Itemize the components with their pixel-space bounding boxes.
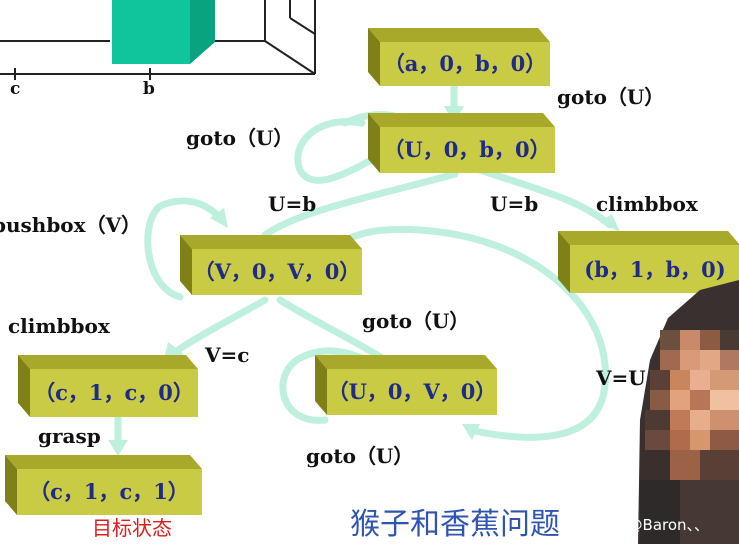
label-u-eq-b-right: U=b — [490, 192, 538, 216]
arrow-head-s2-s4 — [600, 214, 620, 232]
watermark: CSDN @Baron、、 — [580, 516, 709, 534]
label-u-eq-b-left: U=b — [268, 192, 316, 216]
teal-box-shape — [112, 0, 215, 64]
arrow-pushbox-loop — [144, 197, 224, 301]
presenter-video-overlay — [638, 280, 739, 544]
box-front — [327, 369, 497, 415]
box-side — [558, 231, 570, 293]
label-goto-left: goto（U） — [186, 126, 293, 150]
label-pushbox: pushbox（V） — [0, 213, 141, 237]
box-top — [180, 235, 362, 249]
axis-label-c: c — [10, 79, 20, 99]
state-label: （V，0，V，0） — [194, 259, 361, 284]
goal-state-label: 目标状态 — [92, 516, 172, 540]
box-top — [368, 113, 555, 127]
box-top — [315, 355, 497, 369]
label-goto-top: goto（U） — [557, 85, 664, 109]
state-label: (b，1，b，0) — [584, 257, 725, 282]
state-box-s3: （V，0，V，0） — [180, 235, 362, 295]
state-box-s5: （c，1，c，0） — [18, 355, 198, 417]
box-side — [18, 355, 30, 417]
room-illustration: c b — [0, 0, 316, 99]
box-side — [180, 235, 192, 295]
arrow-goto-loop-s2 — [294, 118, 384, 184]
edge-labels: goto（U） goto（U） pushbox（V） U=b U=b climb… — [0, 85, 699, 468]
box-top — [558, 231, 739, 245]
arrow-s2-s4 — [476, 166, 614, 229]
arrow-s3-s5 — [171, 296, 269, 356]
label-v-eq-c: V=c — [204, 343, 249, 367]
box-top — [18, 355, 198, 369]
box-side — [315, 355, 327, 415]
arrow-head-vu-loop — [462, 424, 480, 440]
box-side — [368, 28, 380, 86]
state-label: （c，1，c，0） — [34, 380, 194, 405]
arrow-vu-loop — [331, 225, 609, 441]
box-front — [192, 249, 362, 295]
label-grasp: grasp — [38, 424, 101, 448]
diagram-title: 猴子和香蕉问题 — [350, 507, 560, 542]
arrow-head-pushbox-loop — [210, 208, 228, 228]
box-front — [17, 469, 202, 515]
state-label: （U，0，b，0） — [383, 137, 550, 162]
state-box-s2: （U，0，b，0） — [368, 113, 555, 173]
state-label: （U，0，V，0） — [328, 379, 497, 404]
state-box-s7: （c，1，c，1） — [5, 455, 202, 515]
label-goto-mid: goto（U） — [362, 309, 469, 333]
arrow-s2-s3 — [261, 170, 459, 239]
box-front — [30, 369, 198, 417]
box-top — [368, 28, 550, 42]
arrow-head-s5-s7 — [108, 440, 128, 456]
axis-label-b: b — [143, 79, 155, 99]
box-front — [380, 42, 550, 86]
label-climbbox-left: climbbox — [8, 314, 111, 338]
box-front — [570, 245, 739, 293]
box-side — [368, 113, 380, 173]
label-climbbox-right: climbbox — [596, 192, 699, 216]
label-v-eq-u: V=U — [595, 366, 646, 390]
state-box-s6: （U，0，V，0） — [315, 355, 497, 415]
state-label: （c，1，c，1） — [29, 479, 189, 504]
box-side — [5, 455, 17, 515]
box-top — [5, 455, 202, 469]
label-goto-bottom: goto（U） — [306, 444, 413, 468]
box-front — [380, 127, 555, 173]
state-box-s4: (b，1，b，0) — [558, 231, 739, 293]
state-label: （a，0，b，0） — [384, 51, 547, 76]
state-box-s1: （a，0，b，0） — [368, 28, 550, 86]
